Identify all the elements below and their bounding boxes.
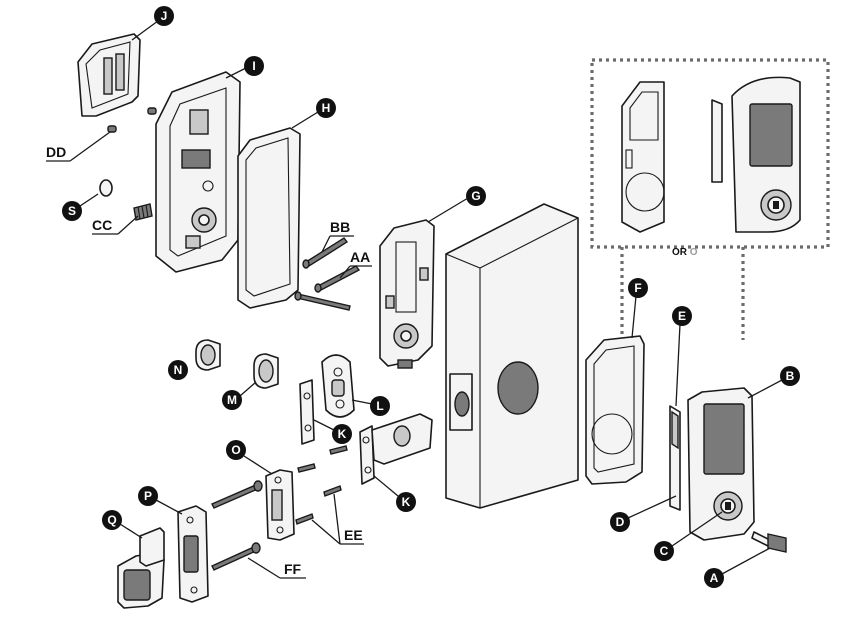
alternate-mounting-plate bbox=[621, 81, 665, 233]
strike-reinforcer-part bbox=[177, 505, 209, 603]
faceplate-adapter-part bbox=[321, 354, 355, 418]
svg-text:H: H bbox=[322, 101, 331, 115]
callout-h: H bbox=[316, 98, 336, 118]
code-cc-label: CC bbox=[92, 217, 112, 233]
svg-text:O: O bbox=[231, 443, 240, 457]
door-block bbox=[445, 203, 579, 509]
screw-cc-part bbox=[133, 203, 153, 221]
screw-aa-upper-part bbox=[314, 265, 361, 293]
callout-e: E bbox=[672, 306, 692, 326]
screw-bb-part bbox=[302, 237, 349, 269]
callout-p: O bbox=[226, 440, 246, 460]
callout-c: C bbox=[654, 541, 674, 561]
key-part bbox=[751, 531, 787, 553]
small-screw-dd bbox=[107, 125, 117, 133]
exterior-keypad-part bbox=[687, 387, 755, 541]
adapter-sleeve-n-part bbox=[253, 353, 279, 389]
svg-text:L: L bbox=[376, 399, 383, 413]
screw-aa-lower-part bbox=[294, 291, 351, 311]
interior-gasket-part bbox=[237, 127, 301, 309]
svg-text:S: S bbox=[68, 204, 76, 218]
svg-text:I: I bbox=[252, 59, 255, 73]
svg-text:A: A bbox=[710, 571, 719, 585]
battery-cover-part bbox=[77, 33, 141, 117]
svg-text:Q: Q bbox=[107, 513, 116, 527]
screw-ff-lower-part bbox=[211, 542, 261, 571]
strike-plate-part bbox=[265, 469, 295, 541]
svg-text:K: K bbox=[402, 495, 411, 509]
small-screw-upper bbox=[147, 107, 157, 115]
adapter-sleeve-o-part bbox=[195, 339, 221, 371]
callout-q: P bbox=[138, 486, 158, 506]
screw-ee-part bbox=[295, 445, 348, 525]
callout-n: M bbox=[222, 390, 242, 410]
mounting-plate-part bbox=[379, 219, 435, 369]
callout-g: G bbox=[466, 186, 486, 206]
callout-r: Q bbox=[102, 510, 122, 530]
callout-o: N bbox=[168, 360, 188, 380]
callout-j: J bbox=[154, 6, 174, 26]
svg-text:C: C bbox=[660, 544, 669, 558]
svg-text:J: J bbox=[161, 9, 168, 23]
svg-text:N: N bbox=[174, 363, 183, 377]
code-ee-label: EE bbox=[344, 527, 363, 543]
interior-assembly-part bbox=[155, 71, 241, 273]
alternate-exterior-keypad bbox=[711, 76, 801, 233]
callout-d: D bbox=[610, 512, 630, 532]
svg-text:B: B bbox=[786, 369, 795, 383]
svg-text:E: E bbox=[678, 309, 686, 323]
screw-ff-upper-part bbox=[211, 480, 263, 509]
strike-box-part bbox=[117, 527, 165, 609]
callout-k: K bbox=[396, 492, 416, 512]
code-aa-label: AA bbox=[350, 249, 370, 265]
callout-b: B bbox=[780, 366, 800, 386]
callout-s: S bbox=[62, 201, 82, 221]
svg-text:D: D bbox=[616, 515, 625, 529]
washer-part bbox=[99, 179, 113, 197]
code-ff-label: FF bbox=[284, 561, 302, 577]
latch-plate-part bbox=[299, 379, 315, 445]
callout-a: A bbox=[704, 568, 724, 588]
callout-f: F bbox=[628, 278, 648, 298]
callout-l: L bbox=[370, 396, 390, 416]
code-dd-label: DD bbox=[46, 144, 66, 160]
svg-text:P: P bbox=[144, 489, 152, 503]
deadbolt-latch-part bbox=[359, 413, 433, 485]
alternate-option-frame: OR O bbox=[590, 58, 830, 340]
svg-text:K: K bbox=[338, 427, 347, 441]
tailpiece-part bbox=[669, 405, 681, 511]
svg-text:G: G bbox=[471, 189, 480, 203]
code-bb-label: BB bbox=[330, 219, 350, 235]
callout-m: K bbox=[332, 424, 352, 444]
svg-text:M: M bbox=[227, 393, 237, 407]
or-label: OR O bbox=[672, 247, 698, 258]
exterior-gasket-part bbox=[585, 335, 645, 485]
svg-text:F: F bbox=[634, 281, 641, 295]
callout-i: I bbox=[244, 56, 264, 76]
